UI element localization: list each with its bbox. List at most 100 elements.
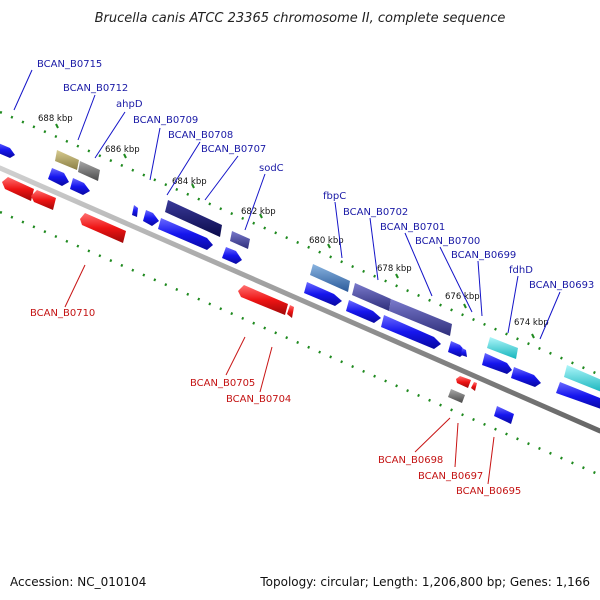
gene-forward[interactable] bbox=[511, 367, 541, 387]
gene-bcan-b0704[interactable] bbox=[287, 305, 294, 318]
gene-label[interactable]: BCAN_B0698 bbox=[378, 455, 443, 466]
gene-label[interactable]: BCAN_B0699 bbox=[451, 250, 516, 261]
gene-forward[interactable] bbox=[494, 406, 514, 424]
gene-label[interactable]: BCAN_B0705 bbox=[190, 378, 255, 389]
leader-line bbox=[77, 94, 96, 141]
gene-forward[interactable] bbox=[482, 353, 512, 374]
reverse-gene-labels: BCAN_B0710 BCAN_B0705 BCAN_B0704 BCAN_B0… bbox=[30, 308, 521, 497]
gene-forward[interactable] bbox=[381, 315, 441, 349]
leader-line bbox=[94, 111, 126, 159]
lower-tick-track bbox=[0, 210, 600, 477]
gene-bcan-b0693[interactable] bbox=[564, 365, 600, 393]
tick-mark bbox=[395, 273, 399, 279]
gene-label[interactable]: BCAN_B0715 bbox=[37, 59, 102, 70]
gene-label[interactable]: BCAN_B0702 bbox=[343, 207, 408, 218]
gene-bcan-b0710[interactable] bbox=[80, 213, 126, 243]
tick-mark bbox=[327, 243, 331, 249]
leader-line bbox=[369, 217, 379, 281]
gene-label[interactable]: BCAN_B0708 bbox=[168, 130, 233, 141]
gene-bcan-b0698[interactable] bbox=[448, 389, 465, 403]
gene-label[interactable]: BCAN_B0712 bbox=[63, 83, 128, 94]
gene-bcan-b0701[interactable] bbox=[389, 299, 452, 336]
leader-line bbox=[64, 264, 86, 308]
gene-ahpd[interactable] bbox=[78, 161, 100, 181]
tick-mark bbox=[531, 333, 535, 339]
accession-text: Accession: NC_010104 bbox=[10, 575, 146, 589]
topology-text: Topology: circular; Length: 1,206,800 bp… bbox=[259, 575, 590, 589]
gene-fdhd[interactable] bbox=[487, 337, 518, 359]
gene-forward[interactable] bbox=[304, 282, 342, 306]
tick-label: 684 kbp bbox=[172, 177, 207, 187]
leader-line bbox=[477, 260, 483, 317]
leader-line bbox=[13, 69, 33, 111]
leader-line bbox=[244, 173, 266, 231]
gene-reverse[interactable] bbox=[31, 190, 56, 210]
gene-label[interactable]: BCAN_B0693 bbox=[529, 280, 594, 291]
leader-line bbox=[225, 336, 246, 376]
gene-bcan-b0708[interactable] bbox=[165, 200, 222, 237]
gene-forward[interactable] bbox=[70, 178, 90, 195]
leader-line bbox=[149, 127, 161, 181]
tick-mark bbox=[123, 153, 127, 159]
gene-bcan-b0707[interactable] bbox=[230, 231, 250, 249]
gene-label[interactable]: BCAN_B0710 bbox=[30, 308, 95, 319]
forward-gene-labels: BCAN_B0715 BCAN_B0712 ahpD BCAN_B0709 BC… bbox=[37, 59, 594, 291]
tick-label: 688 kbp bbox=[38, 114, 73, 124]
leader-line bbox=[454, 422, 459, 468]
leader-line bbox=[204, 155, 239, 201]
chromosome-backbone bbox=[0, 165, 600, 434]
gene-bcan-b0709[interactable] bbox=[132, 205, 138, 217]
leader-line bbox=[507, 275, 519, 334]
gene-label[interactable]: BCAN_B0700 bbox=[415, 236, 480, 247]
gene-forward[interactable] bbox=[143, 210, 159, 226]
label-leader-lines bbox=[13, 69, 561, 485]
gene-reverse[interactable] bbox=[471, 382, 477, 391]
gene-label[interactable]: ahpD bbox=[116, 99, 143, 110]
gene-bcan-b0697[interactable] bbox=[456, 376, 471, 388]
tick-mark bbox=[55, 123, 59, 129]
leader-line bbox=[439, 246, 473, 313]
upper-tick-track bbox=[0, 110, 600, 377]
leader-line bbox=[404, 232, 433, 297]
tick-mark bbox=[259, 213, 263, 219]
gene-forward[interactable] bbox=[48, 168, 69, 186]
tick-label: 680 kbp bbox=[309, 236, 344, 246]
leader-line bbox=[487, 436, 495, 485]
tick-label: 678 kbp bbox=[377, 264, 412, 274]
gene-forward[interactable] bbox=[461, 348, 467, 357]
gene-forward[interactable] bbox=[158, 218, 213, 250]
gene-label[interactable]: fdhD bbox=[509, 265, 533, 276]
tick-tracks bbox=[0, 110, 600, 477]
tick-label: 686 kbp bbox=[105, 145, 140, 155]
gene-label[interactable]: fbpC bbox=[323, 191, 346, 202]
map-title: Brucella canis ATCC 23365 chromosome II,… bbox=[95, 11, 506, 26]
gene-bcan-b0715[interactable] bbox=[0, 142, 15, 158]
tick-mark bbox=[463, 303, 467, 309]
gene-label[interactable]: BCAN_B0709 bbox=[133, 115, 198, 126]
gene-bcan-b0702[interactable] bbox=[352, 283, 391, 311]
tick-labels: 688 kbp 686 kbp 684 kbp 682 kbp 680 kbp … bbox=[38, 114, 549, 339]
tick-label: 682 kbp bbox=[241, 207, 276, 217]
gene-label[interactable]: sodC bbox=[259, 163, 284, 174]
leader-line bbox=[166, 141, 201, 196]
leader-line bbox=[539, 291, 561, 340]
leader-line bbox=[259, 346, 273, 393]
tick-mark bbox=[191, 183, 195, 189]
gene-features bbox=[0, 142, 600, 424]
gene-reverse[interactable] bbox=[2, 177, 34, 201]
tick-label: 676 kbp bbox=[445, 292, 480, 302]
gene-forward[interactable] bbox=[556, 382, 600, 410]
gene-label[interactable]: BCAN_B0707 bbox=[201, 144, 266, 155]
tick-label: 674 kbp bbox=[514, 318, 549, 328]
leader-line bbox=[334, 201, 343, 259]
gene-label[interactable]: BCAN_B0701 bbox=[380, 222, 445, 233]
gene-label[interactable]: BCAN_B0695 bbox=[456, 486, 521, 497]
gene-forward[interactable] bbox=[222, 247, 242, 264]
gene-forward[interactable] bbox=[346, 300, 381, 323]
gene-fbpc[interactable] bbox=[310, 264, 350, 292]
gene-label[interactable]: BCAN_B0704 bbox=[226, 394, 291, 405]
gene-bcan-b0705[interactable] bbox=[238, 285, 288, 315]
gene-bcan-b0712[interactable] bbox=[55, 150, 79, 170]
gene-label[interactable]: BCAN_B0697 bbox=[418, 471, 483, 482]
